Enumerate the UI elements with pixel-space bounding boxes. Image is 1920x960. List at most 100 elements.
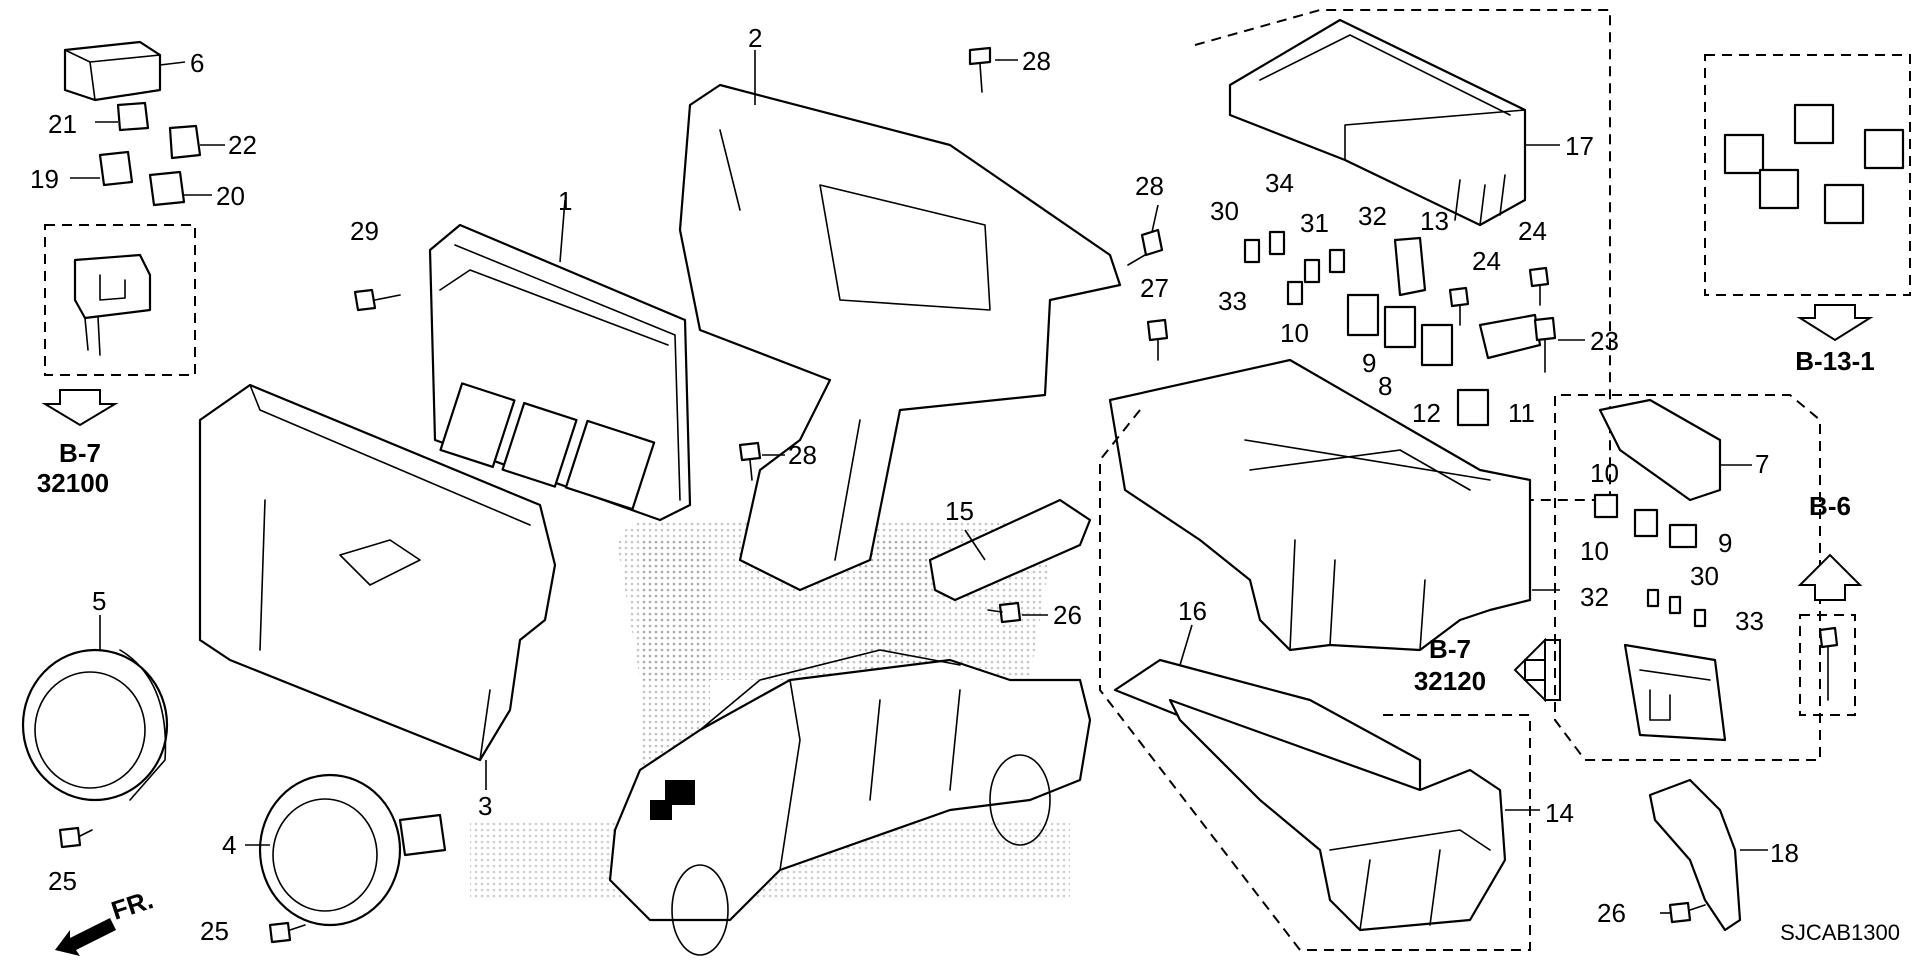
callout-25-bottom[interactable]: 25	[200, 916, 229, 946]
callout-7[interactable]: 7	[1755, 449, 1769, 479]
part-1-ecu	[428, 199, 692, 522]
ref-b6[interactable]: B-6	[1809, 491, 1851, 521]
b6-bolt	[1818, 626, 1839, 701]
ref-b7-center-line2[interactable]: 32120	[1414, 666, 1486, 696]
callout-18[interactable]: 18	[1770, 838, 1799, 868]
front-arrow-icon	[55, 918, 116, 956]
callout-25-left[interactable]: 25	[48, 866, 77, 896]
callout-10-right-a[interactable]: 10	[1590, 458, 1619, 488]
part-28-bolt-middle	[738, 441, 785, 481]
callout-11[interactable]: 11	[1508, 398, 1535, 428]
callout-1[interactable]: 1	[558, 186, 572, 216]
part-4-horn	[245, 773, 447, 927]
part-24-bolt-a	[1448, 286, 1470, 326]
part-12-relay	[1456, 388, 1490, 427]
callout-16[interactable]: 16	[1178, 596, 1207, 626]
part-17-fuse-box-cover	[1228, 18, 1560, 227]
callout-32-right[interactable]: 32	[1580, 582, 1609, 612]
part-10-fuse	[1346, 293, 1380, 337]
callout-3[interactable]: 3	[478, 791, 492, 821]
b6-bolt-detail-box	[1799, 614, 1856, 716]
connector-detail-box-left	[44, 224, 196, 376]
part-23-bolt	[1533, 316, 1585, 373]
diagram-code: SJCAB1300	[1780, 920, 1900, 945]
fuse-box-group-outline	[1194, 9, 1611, 501]
callout-12[interactable]: 12	[1412, 398, 1441, 428]
callout-8[interactable]: 8	[1378, 371, 1392, 401]
callout-14[interactable]: 14	[1545, 798, 1574, 828]
callout-9-right[interactable]: 9	[1718, 528, 1732, 558]
relay-connector-left	[73, 253, 152, 356]
callout-33-top[interactable]: 33	[1218, 286, 1247, 316]
callout-26-center[interactable]: 26	[1053, 600, 1082, 630]
callout-34[interactable]: 34	[1265, 168, 1294, 198]
callout-9-top[interactable]: 9	[1362, 348, 1376, 378]
mini-fuses-group	[1243, 230, 1346, 306]
callout-6[interactable]: 6	[190, 48, 204, 78]
callout-28-middle[interactable]: 28	[788, 440, 817, 470]
part-7-group-outline	[1554, 394, 1821, 761]
callout-5[interactable]: 5	[92, 586, 106, 616]
callout-13[interactable]: 13	[1420, 206, 1449, 236]
part-9-fuse-right	[1668, 523, 1698, 549]
truck-location-illustration	[608, 649, 1092, 956]
callout-31[interactable]: 31	[1300, 208, 1329, 238]
part-25-bolt-bottom	[268, 921, 306, 944]
relays-detail-box-right	[1704, 54, 1911, 296]
callout-17[interactable]: 17	[1565, 131, 1594, 161]
callout-24-right[interactable]: 24	[1518, 216, 1547, 246]
ref-b7-left-line1[interactable]: B-7	[59, 438, 101, 468]
ref-b7-left-line2[interactable]: 32100	[37, 468, 109, 498]
part-21-relay	[95, 101, 150, 132]
part-29-bolt	[353, 288, 401, 312]
front-indicator-label: FR.	[108, 884, 157, 925]
callout-26-right[interactable]: 26	[1597, 898, 1626, 928]
callout-30-right[interactable]: 30	[1690, 561, 1719, 591]
arrow-up-b6	[1797, 553, 1863, 601]
callout-24-left[interactable]: 24	[1472, 246, 1501, 276]
part-22-relay	[168, 124, 225, 160]
part-24-bolt-b	[1528, 266, 1550, 306]
callout-2[interactable]: 2	[748, 23, 762, 53]
callout-28-right[interactable]: 28	[1135, 171, 1164, 201]
callout-15[interactable]: 15	[945, 496, 974, 526]
part-28-bolt-right	[1127, 204, 1164, 266]
callout-4[interactable]: 4	[222, 830, 236, 860]
part-7-fuse-box-cover	[1598, 398, 1752, 502]
fuse-block-connector-right	[1623, 643, 1727, 742]
part-3-ecu-cover	[198, 383, 557, 790]
arrow-down-b7-left	[41, 389, 119, 427]
part-9-fuse	[1383, 305, 1417, 349]
callout-28-top[interactable]: 28	[1022, 46, 1051, 76]
callout-23[interactable]: 23	[1590, 326, 1619, 356]
part-25-bolt-left	[58, 826, 93, 849]
callout-33-right[interactable]: 33	[1735, 606, 1764, 636]
arrow-left-b7-center	[1513, 637, 1561, 703]
callout-29[interactable]: 29	[350, 216, 379, 246]
callout-10-right-b[interactable]: 10	[1580, 536, 1609, 566]
callout-22[interactable]: 22	[228, 130, 257, 160]
part-5-horn	[21, 615, 169, 802]
part-27-bolt	[1146, 318, 1169, 361]
part-13-fuse-puller	[1393, 236, 1427, 297]
part-6-relay-cover	[63, 40, 186, 102]
callout-20[interactable]: 20	[216, 181, 245, 211]
ref-b7-center-line1[interactable]: B-7	[1429, 634, 1471, 664]
part-8-fuse	[1420, 323, 1454, 367]
part-2-bracket	[678, 50, 1122, 592]
arrow-down-b13	[1796, 304, 1874, 342]
part-28-bolt-top	[968, 46, 1018, 93]
part-26-bolt-right	[1660, 901, 1706, 924]
small-fuses-right	[1646, 588, 1707, 628]
callout-labels: 6 21 22 19 20 29 1 2 28 28 28 27 3 5 4 2…	[30, 23, 1799, 946]
callout-10-top[interactable]: 10	[1280, 318, 1309, 348]
callout-21[interactable]: 21	[48, 109, 77, 139]
main-fuse-box	[1108, 358, 1560, 652]
callout-27[interactable]: 27	[1140, 273, 1169, 303]
callout-30-top[interactable]: 30	[1210, 196, 1239, 226]
ref-b13[interactable]: B-13-1	[1795, 346, 1874, 376]
callout-32-top[interactable]: 32	[1358, 201, 1387, 231]
part-10-fuse-right-b	[1633, 508, 1659, 538]
callout-19[interactable]: 19	[30, 164, 59, 194]
